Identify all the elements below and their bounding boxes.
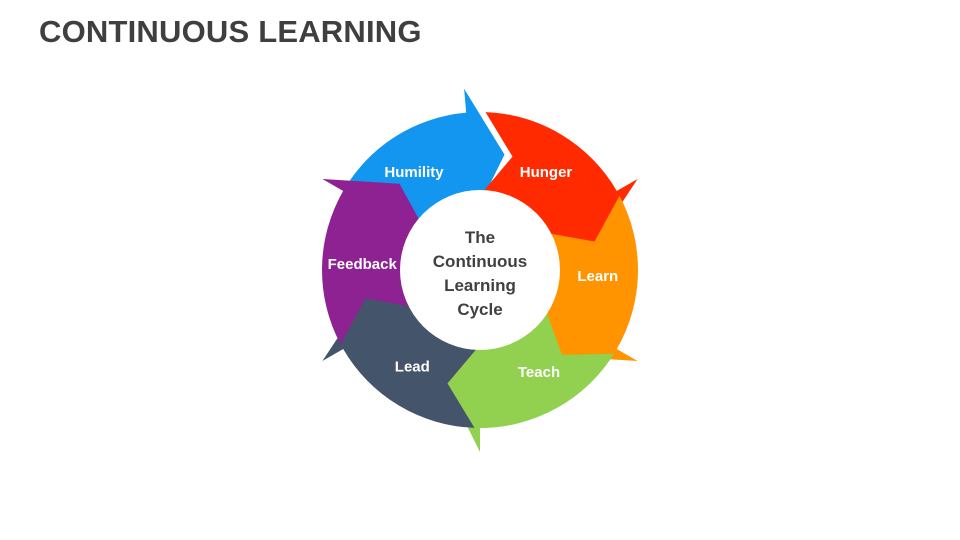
center-line-3: Learning [444, 276, 516, 295]
cycle-label-learn: Learn [577, 268, 618, 285]
cycle-label-teach: Teach [518, 364, 560, 381]
center-line-4: Cycle [457, 300, 502, 319]
cycle-label-lead: Lead [395, 359, 430, 376]
cycle-segments [322, 88, 638, 452]
cycle-arrow-teach [445, 311, 614, 452]
page-title: CONTINUOUS LEARNING [39, 14, 422, 49]
cycle-label-feedback: Feedback [328, 256, 398, 273]
cycle-label-humility: Humility [384, 164, 444, 181]
cycle-arrow-humility [339, 88, 505, 235]
cycle-arrow-hunger [482, 112, 638, 244]
center-hub [400, 190, 560, 350]
center-line-1: The [465, 228, 495, 247]
cycle-arrow-lead [322, 296, 478, 428]
cycle-arrow-learn [528, 195, 638, 361]
cycle-label-hunger: Hunger [520, 164, 573, 181]
cycle-arrow-feedback [322, 179, 432, 345]
center-line-2: Continuous [433, 252, 527, 271]
